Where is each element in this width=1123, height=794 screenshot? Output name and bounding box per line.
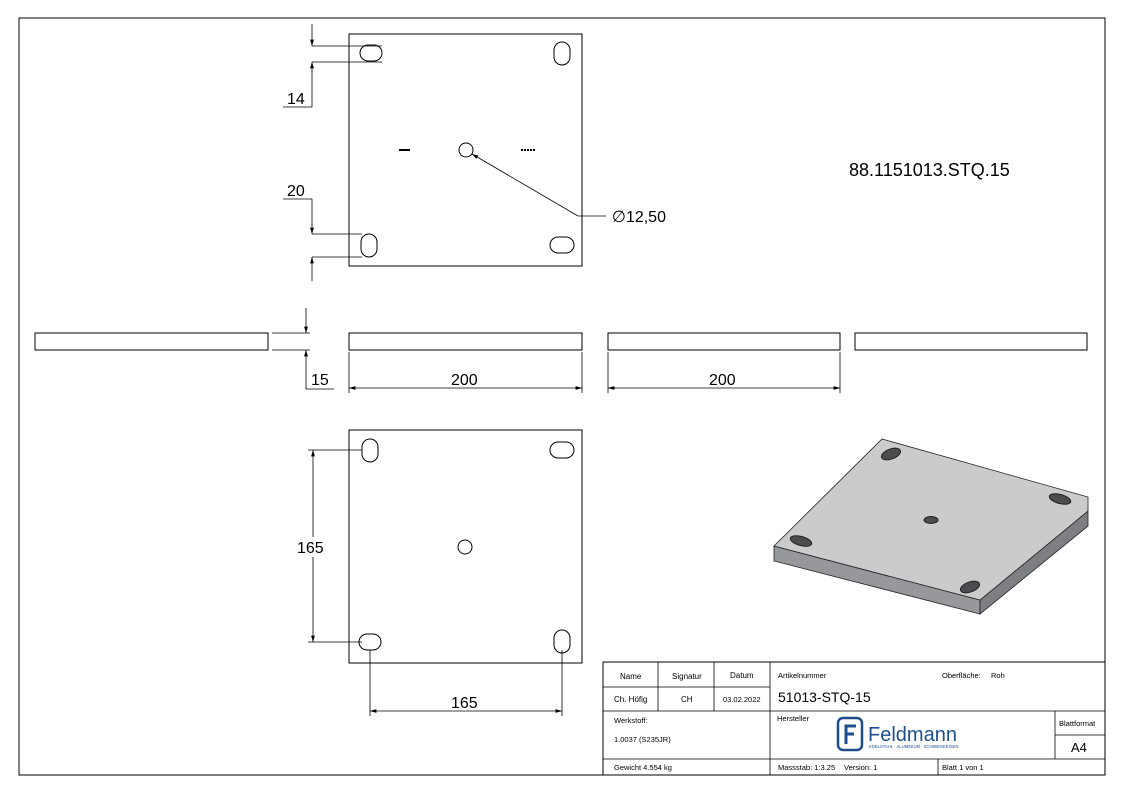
bottom-view: 165 165 xyxy=(296,429,583,716)
tb-manufacturer-label: Hersteller xyxy=(777,714,810,723)
logo-mark-icon xyxy=(836,716,864,752)
part-number: 88.1151013.STQ.15 xyxy=(849,160,1010,180)
tb-scale: Massstab: 1:3.25 xyxy=(778,763,835,772)
side-view-right xyxy=(607,332,841,351)
tb-format-value: A4 xyxy=(1071,740,1087,755)
tb-article-number: 51013-STQ-15 xyxy=(778,689,871,705)
side-views: 15 200 200 xyxy=(34,308,1088,393)
tb-header-name: Name xyxy=(620,672,642,681)
slot-bottom-right xyxy=(549,236,575,254)
diameter-leader-arrow xyxy=(471,153,579,217)
brand-name: Feldmann xyxy=(868,724,957,746)
dim-hole-diameter: ∅12,50 xyxy=(612,209,666,226)
tb-surface-label: Oberfläche: xyxy=(942,671,981,680)
top-view: 14 20 ∅12,50 xyxy=(283,24,666,281)
tb-format-label: Blattformat xyxy=(1059,719,1096,728)
tb-material-value: 1.0037 (S235JR) xyxy=(614,735,671,744)
dim-14: 14 xyxy=(287,91,305,108)
dim-200-front: 200 xyxy=(451,372,478,389)
side-view-left xyxy=(34,332,269,351)
isometric-view xyxy=(773,438,1089,615)
plate-outline-bottom xyxy=(348,429,583,664)
iso-slot-3 xyxy=(789,535,813,547)
tb-name: Ch. Höfig xyxy=(614,695,647,704)
slot-b-top-left xyxy=(361,438,379,463)
logo-f-icon xyxy=(844,724,856,744)
dim-165-horizontal: 165 xyxy=(451,695,478,712)
side-view-back xyxy=(854,332,1088,351)
tb-sheet: Blatt 1 von 1 xyxy=(942,763,984,772)
iso-slot-4 xyxy=(959,580,981,594)
tb-material-label: Werkstoff: xyxy=(614,716,647,725)
slot-bottom-left xyxy=(360,233,378,258)
dim-label-bg xyxy=(296,537,328,557)
title-block: Name Signatur Datum Ch. Höfig CH 03.02.2… xyxy=(602,661,1106,776)
slot-top-right xyxy=(553,41,571,66)
side-view-front xyxy=(348,332,583,351)
dim-200-side: 200 xyxy=(709,372,736,389)
iso-slot-1 xyxy=(880,447,902,461)
brand-tagline: EDELSTAHL · ALUMINIUM · SCHMIEDEEISEN xyxy=(869,744,958,749)
slot-b-top-right xyxy=(549,441,575,459)
center-hole-bottom xyxy=(457,539,473,555)
tb-date: 03.02.2022 xyxy=(723,695,761,704)
dim-20: 20 xyxy=(287,183,305,200)
slot-b-bottom-right xyxy=(553,629,571,654)
feldmann-logo: Feldmann EDELSTAHL · ALUMINIUM · SCHMIED… xyxy=(836,716,958,752)
tb-version: Version: 1 xyxy=(844,763,877,772)
iso-slot-2 xyxy=(1048,493,1072,505)
sheet-border xyxy=(18,17,1106,776)
slot-top-left xyxy=(359,44,383,62)
tb-surface-value: Roh xyxy=(991,671,1005,680)
tb-weight: Gewicht 4.554 kg xyxy=(614,763,672,772)
tb-header-signature: Signatur xyxy=(672,672,702,681)
tb-header-date: Datum xyxy=(730,671,754,680)
center-hole-top xyxy=(458,142,474,158)
plate-outline-top xyxy=(348,33,583,267)
slot-b-bottom-left xyxy=(358,633,382,651)
iso-center-hole xyxy=(923,516,939,524)
title-block-frame xyxy=(602,661,1106,776)
tb-signature: CH xyxy=(681,695,693,704)
tb-article-label: Artikelnummer xyxy=(778,671,827,680)
dim-165-vertical: 165 xyxy=(297,540,324,557)
dim-15: 15 xyxy=(311,372,329,389)
